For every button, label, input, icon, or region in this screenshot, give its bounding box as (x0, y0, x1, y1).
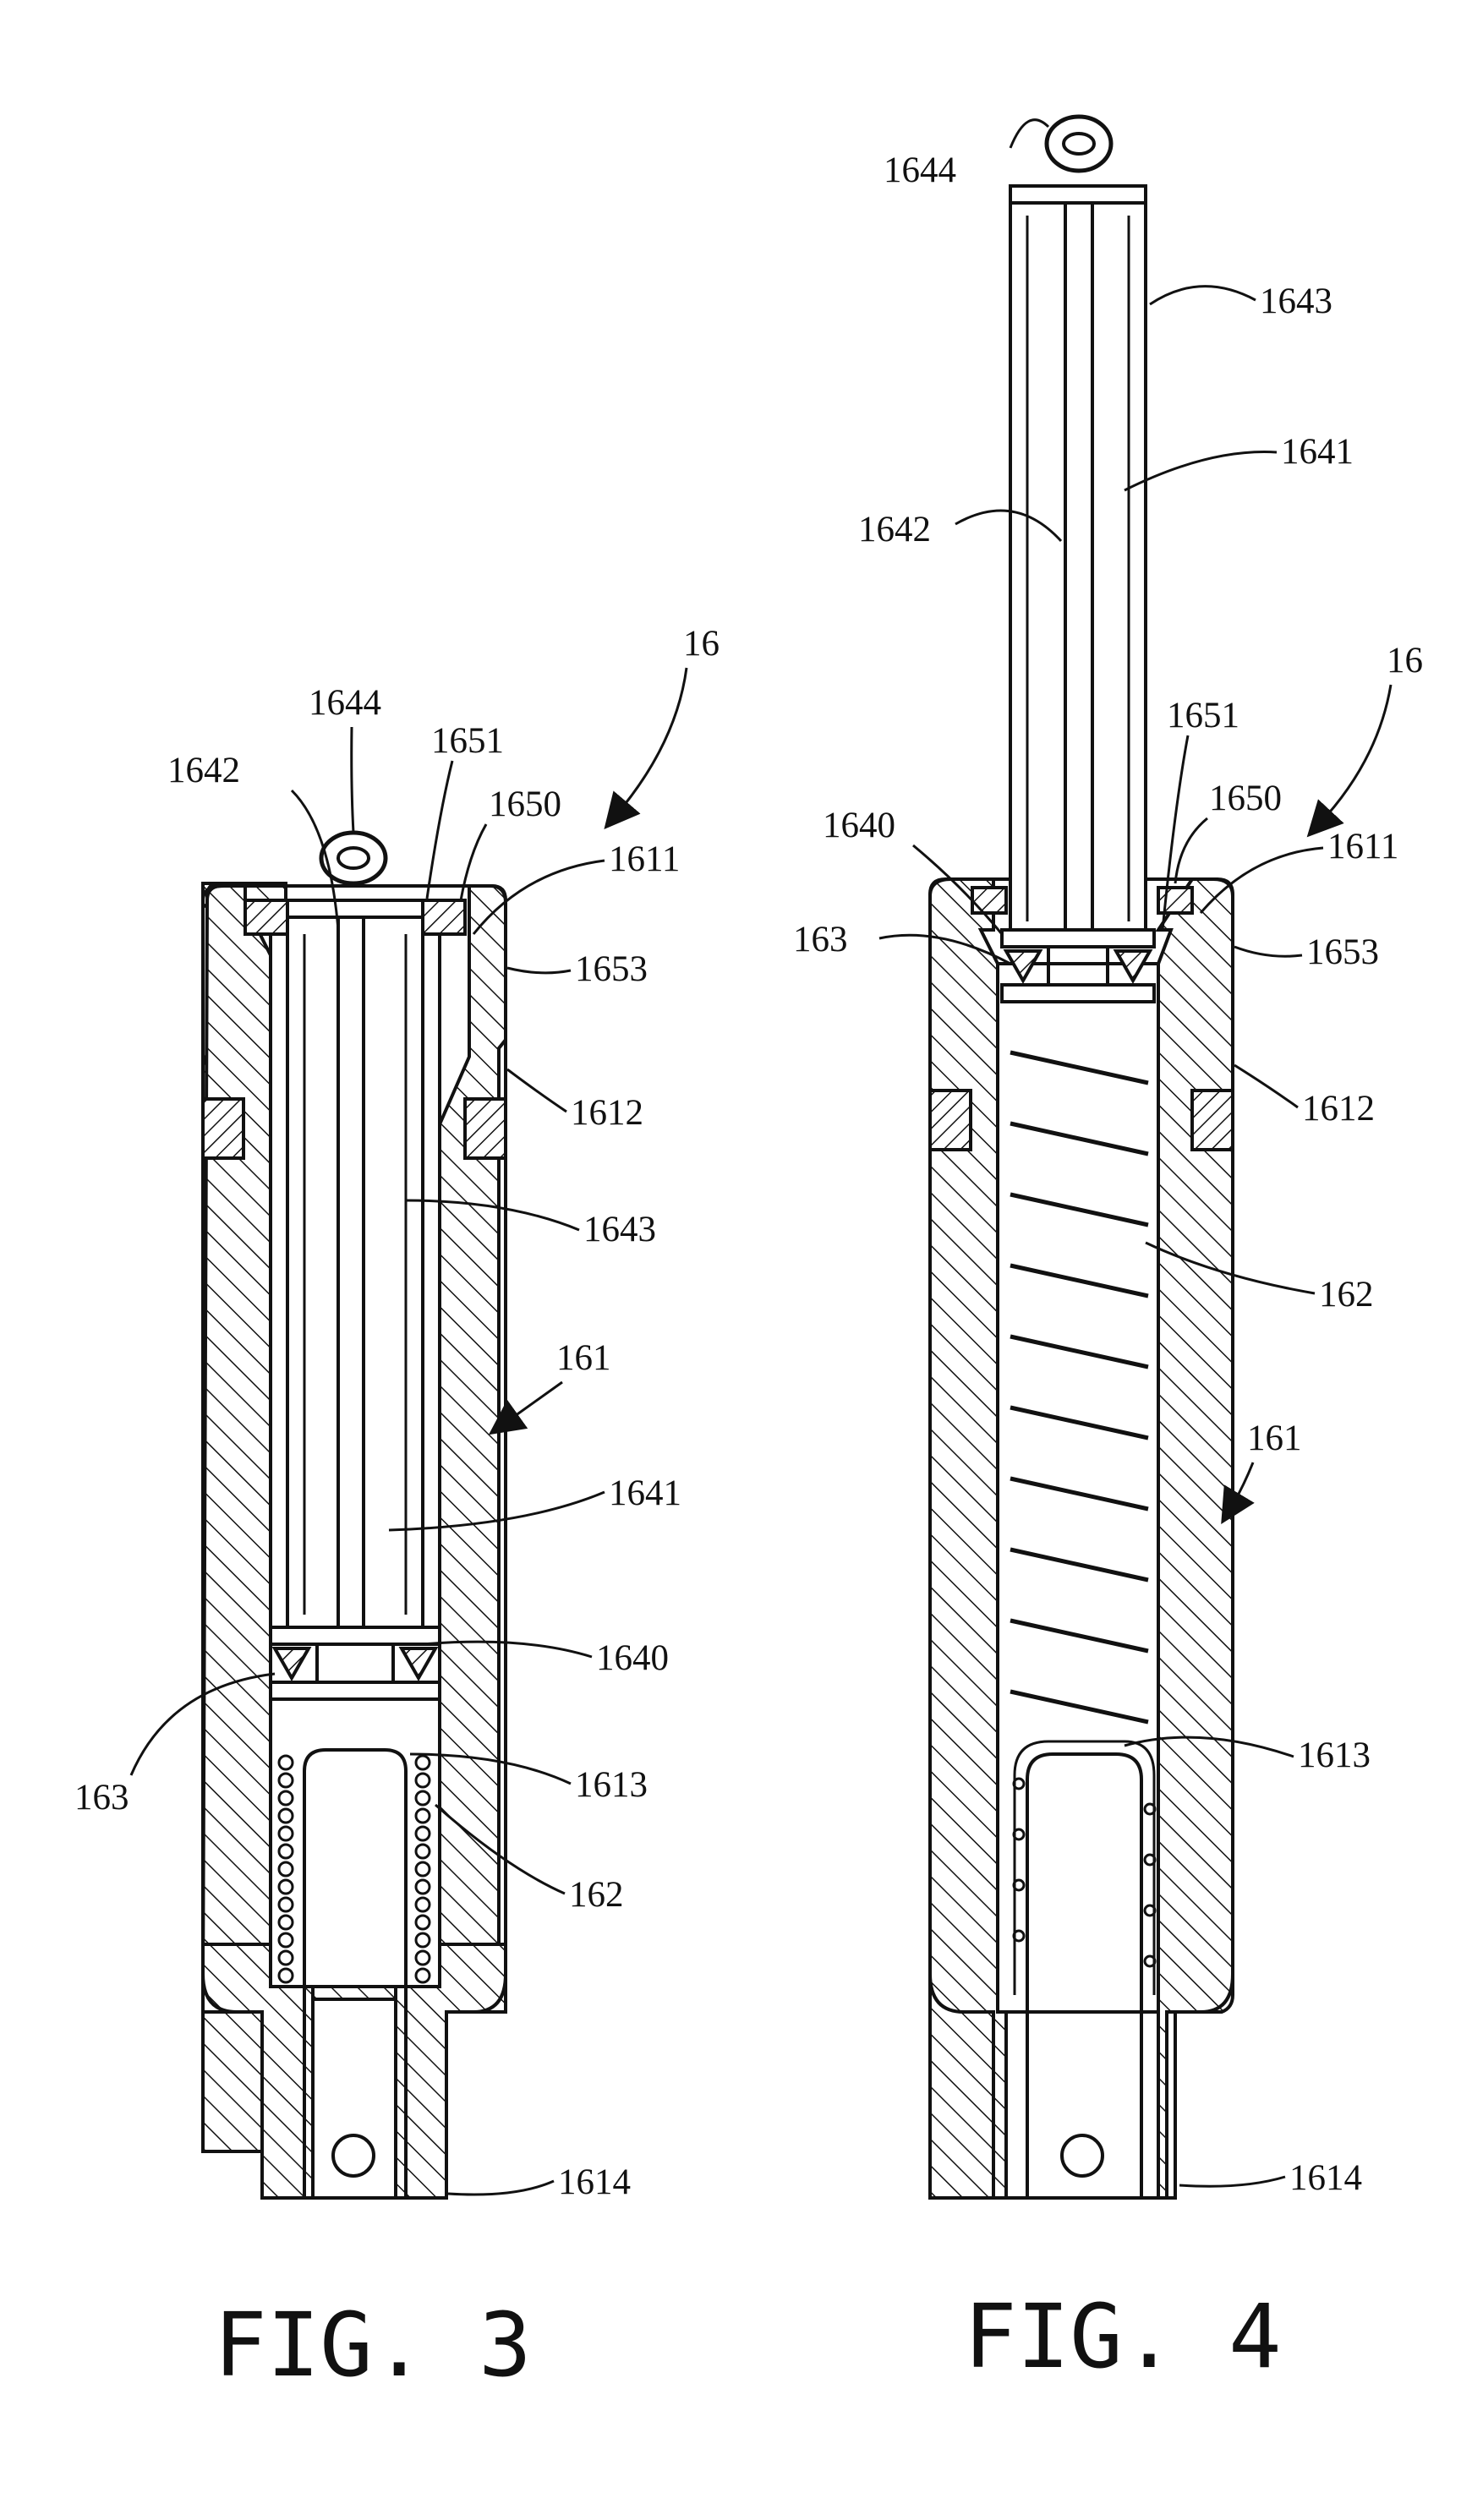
label-161: 161 (556, 1338, 611, 1378)
label-1642: 1642 (167, 751, 240, 790)
label-1614: 1614 (558, 2162, 631, 2202)
spring-coil-section (416, 1933, 430, 1947)
spring-coil-section (279, 1951, 293, 1965)
label-1651-fig4: 1651 (1167, 696, 1239, 735)
label-1653-fig4: 1653 (1306, 932, 1379, 972)
leader-16-fig4 (1319, 685, 1391, 824)
leader-1614-fig4 (1179, 2177, 1285, 2186)
label-163: 163 (74, 1778, 129, 1818)
figure-4-title: FIG. 4 (964, 2285, 1282, 2388)
spring-coil-section (416, 1809, 430, 1823)
label-1644: 1644 (309, 683, 381, 723)
leader-1644-fig4 (1010, 120, 1048, 148)
spring-coil-section (416, 1969, 430, 1982)
leader-1614 (448, 2181, 554, 2195)
spring-coil-section (416, 1898, 430, 1911)
spring-coil-section (279, 1756, 293, 1769)
label-1643: 1643 (583, 1210, 656, 1249)
spring-coil-section (416, 1756, 430, 1769)
spring-coil-section (279, 1845, 293, 1858)
cap-left (245, 900, 287, 934)
label-1614-fig4: 1614 (1289, 2158, 1362, 2198)
label-1644-fig4: 1644 (884, 150, 956, 190)
spring-coil-section (416, 1827, 430, 1840)
label-1640: 1640 (596, 1638, 669, 1678)
cylinder-body-161-fig4 (930, 879, 1233, 2198)
label-1650: 1650 (489, 784, 561, 824)
leader-161 (503, 1382, 562, 1424)
label-1651: 1651 (431, 721, 504, 761)
spring-coil-section (279, 1774, 293, 1787)
piston-rod-1641 (287, 900, 423, 1627)
label-161-fig4: 161 (1247, 1419, 1302, 1458)
spring-coil-section (416, 1916, 430, 1929)
label-1613: 1613 (575, 1765, 648, 1805)
leader-1644 (352, 727, 353, 833)
leader-1612 (507, 1069, 566, 1112)
seal-ring-right-fig4 (1192, 1091, 1233, 1150)
spring-coil-section (279, 1898, 293, 1911)
spring-coil-section (416, 1862, 430, 1876)
label-1640-fig4: 1640 (823, 806, 895, 845)
label-162: 162 (569, 1875, 624, 1915)
label-1612: 1612 (571, 1093, 643, 1133)
label-1611: 1611 (609, 839, 680, 879)
label-1612-fig4: 1612 (1302, 1089, 1375, 1129)
figure-3-title: FIG. 3 (214, 2293, 532, 2397)
leader-1643-fig4 (1150, 287, 1256, 304)
label-1613-fig4: 1613 (1298, 1736, 1371, 1775)
spring-coil-section (416, 1951, 430, 1965)
label-1642-fig4: 1642 (858, 510, 931, 549)
label-1641-fig4: 1641 (1281, 432, 1354, 472)
spring-coil-section (279, 1916, 293, 1929)
figure-3: 16 1644 1651 1642 1650 1611 1653 1612 16… (74, 624, 720, 2397)
eyelet-1644-fig4 (1047, 117, 1111, 171)
label-162-fig4: 162 (1319, 1275, 1374, 1315)
seal-ring-left (203, 1099, 244, 1158)
piston-rod-1641-fig4 (1010, 186, 1146, 930)
leader-1612-fig4 (1234, 1065, 1298, 1107)
spring-coil-section (279, 1791, 293, 1805)
spring-coil-section (279, 1933, 293, 1947)
spring-coil-section (416, 1845, 430, 1858)
label-16: 16 (683, 624, 720, 664)
seal-ring-left-fig4 (930, 1091, 971, 1150)
leader-1651 (427, 761, 452, 899)
cap-right (423, 900, 465, 934)
spring-coil-section (279, 1862, 293, 1876)
leader-16 (616, 668, 687, 816)
label-1653: 1653 (575, 949, 648, 989)
spring-coil-section (279, 1880, 293, 1894)
spring-coil-section (416, 1774, 430, 1787)
leader-1653-fig4 (1234, 947, 1302, 956)
spring-coil-section (416, 1880, 430, 1894)
label-1650-fig4: 1650 (1209, 779, 1282, 818)
figure-4: 1644 1643 1641 1642 16 1651 1640 1650 16… (793, 117, 1423, 2388)
label-1641: 1641 (609, 1473, 681, 1513)
leader-1650-fig4 (1175, 818, 1207, 883)
label-1611-fig4: 1611 (1327, 827, 1398, 866)
spring-coil-section (416, 1791, 430, 1805)
label-16-fig4: 16 (1387, 641, 1423, 681)
spring-coil-section (279, 1809, 293, 1823)
cap-left-fig4 (972, 888, 1006, 913)
label-163-fig4: 163 (793, 920, 848, 959)
label-1643-fig4: 1643 (1260, 282, 1332, 321)
spring-coil-section (279, 1827, 293, 1840)
spring-coil-section (279, 1969, 293, 1982)
seal-ring-right (465, 1099, 506, 1158)
leader-1653 (507, 968, 571, 973)
